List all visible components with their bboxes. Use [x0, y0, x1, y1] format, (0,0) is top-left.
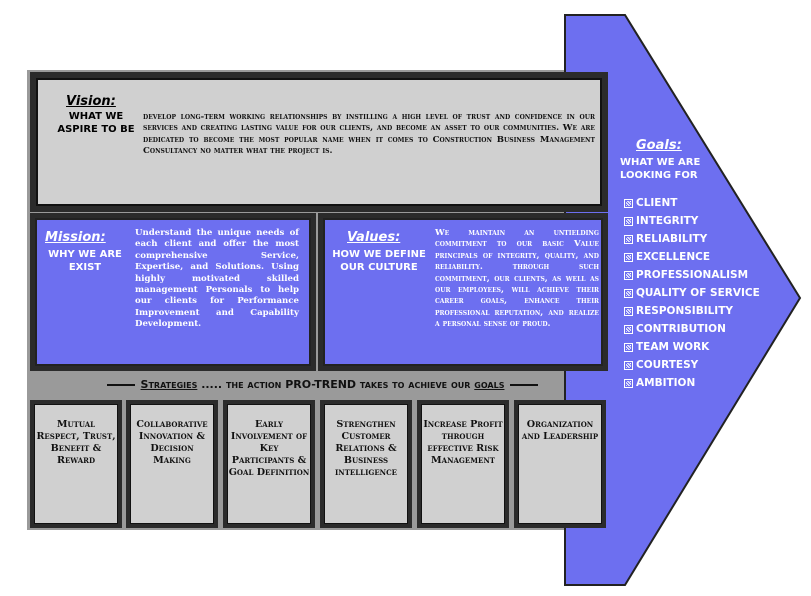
goal-label: CLIENT [636, 197, 678, 209]
goals-list: CLIENT INTEGRITY RELIABILITY EXCELLENCE … [624, 194, 760, 392]
checkbox-icon [624, 216, 633, 226]
strategy-text: Early Involvement of Key Participants & … [228, 419, 310, 478]
strategies-rule-right [510, 384, 539, 386]
strategy-box: Strengthen Customer Relations & Business… [320, 400, 412, 528]
values-heading: Values: [347, 230, 401, 245]
goal-item: RESPONSIBILITY [624, 302, 760, 320]
goal-label: EXCELLENCE [636, 251, 710, 263]
goal-item: QUALITY OF SERVICE [624, 284, 760, 302]
goal-label: PROFESSIONALISM [636, 269, 749, 281]
strategies-middle: the action PRO-TREND takes to achieve ou… [225, 378, 471, 391]
values-subtitle: HOW WE DEFINE OUR CULTURE [332, 249, 426, 273]
strategy-box: Early Involvement of Key Participants & … [223, 400, 315, 528]
goal-item: TEAM WORK [624, 338, 760, 356]
strategies-tail: goals [474, 378, 505, 391]
values-panel: Values: HOW WE DEFINE OUR CULTURE We mai… [318, 213, 608, 371]
strategy-text: Collaborative Innovation & Decision Maki… [136, 419, 208, 466]
mission-heading: Mission: [45, 230, 106, 245]
goal-label: INTEGRITY [636, 215, 699, 227]
strategies-label: Strategies [140, 378, 198, 391]
goal-label: AMBITION [636, 377, 696, 389]
goal-item: PROFESSIONALISM [624, 266, 760, 284]
goals-heading: Goals: [636, 138, 682, 153]
strategies-dots: ..... [201, 378, 223, 391]
goal-label: RELIABILITY [636, 233, 708, 245]
strategy-box: Mutual Respect, Trust, Benefit & Reward [30, 400, 122, 528]
checkbox-icon [624, 198, 633, 208]
strategies-rule-left [106, 384, 135, 386]
values-text: We maintain an untielding commitment to … [435, 228, 599, 330]
strategies-line: Strategies ..... the action PRO-TREND ta… [55, 378, 590, 391]
mission-subtitle: WHY WE ARE Exist [48, 249, 122, 273]
strategy-text: Increase Profit through effective Risk M… [423, 419, 503, 466]
goal-label: TEAM WORK [636, 341, 710, 353]
vision-heading: Vision: [66, 94, 116, 109]
mission-text: Understand the unique needs of each clie… [135, 228, 299, 330]
vision-subtitle: WHAT WE ASPIRE TO BE [57, 111, 135, 135]
checkbox-icon [624, 342, 633, 352]
strategy-text: Organization and Leadership [521, 419, 599, 442]
checkbox-icon [624, 270, 633, 280]
strategy-box: Collaborative Innovation & Decision Maki… [126, 400, 218, 528]
goal-item: AMBITION [624, 374, 760, 392]
goal-label: QUALITY OF SERVICE [636, 287, 760, 299]
strategy-text: Mutual Respect, Trust, Benefit & Reward [36, 419, 116, 466]
vision-text: develop long-term working relationships … [143, 112, 595, 157]
checkbox-icon [624, 324, 633, 334]
goal-label: COURTESY [636, 359, 699, 371]
checkbox-icon [624, 234, 633, 244]
checkbox-icon [624, 360, 633, 370]
mission-panel: Mission: WHY WE ARE Exist Understand the… [30, 213, 316, 371]
goal-item: INTEGRITY [624, 212, 760, 230]
strategy-box: Increase Profit through effective Risk M… [417, 400, 509, 528]
goal-item: COURTESY [624, 356, 760, 374]
checkbox-icon [624, 252, 633, 262]
vision-panel: Vision: WHAT WE ASPIRE TO BE develop lon… [30, 72, 608, 212]
goal-item: EXCELLENCE [624, 248, 760, 266]
strategy-box: Organization and Leadership [514, 400, 606, 528]
goal-item: RELIABILITY [624, 230, 760, 248]
goal-item: CLIENT [624, 194, 760, 212]
checkbox-icon [624, 378, 633, 388]
goal-item: CONTRIBUTION [624, 320, 760, 338]
goals-subtitle: WHAT WE ARE LOOKING FOR [620, 157, 701, 181]
checkbox-icon [624, 288, 633, 298]
goal-label: RESPONSIBILITY [636, 305, 733, 317]
goal-label: CONTRIBUTION [636, 323, 726, 335]
checkbox-icon [624, 306, 633, 316]
strategy-text: Strengthen Customer Relations & Business… [335, 419, 397, 478]
